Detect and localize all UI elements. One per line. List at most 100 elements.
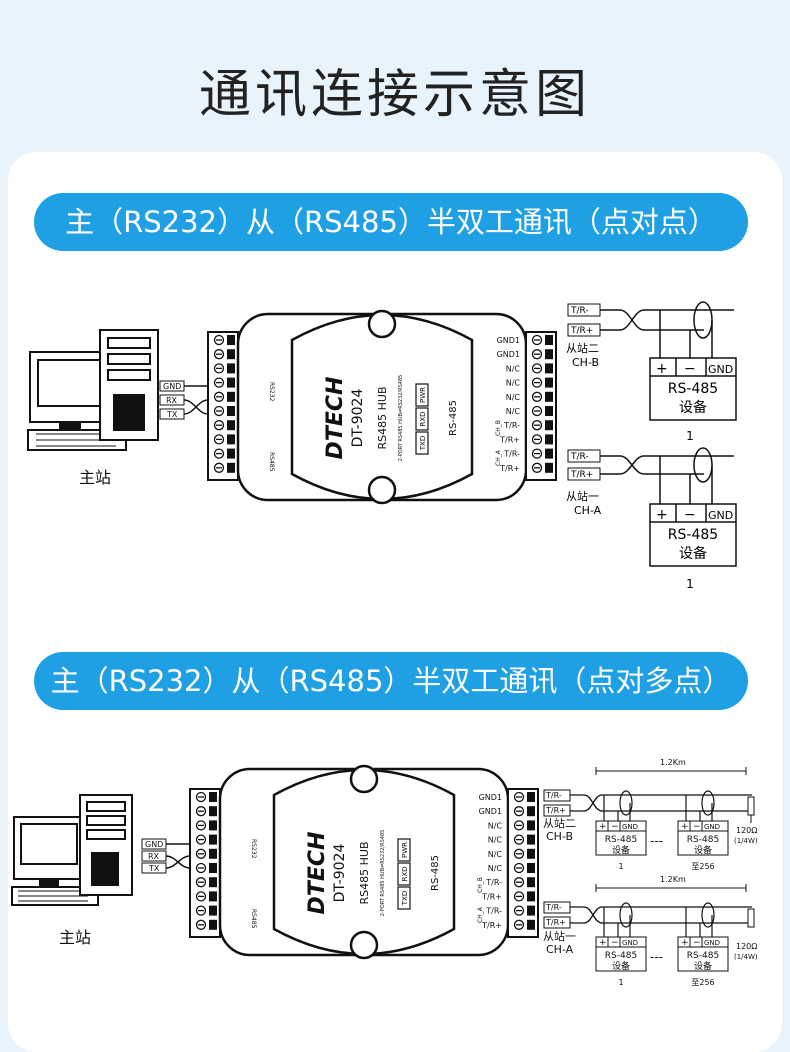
terminal-plug	[209, 877, 217, 888]
terminal-label: T/R-	[485, 878, 502, 887]
multi-last-count-a: 至256	[691, 978, 714, 987]
terminal-plug	[227, 448, 235, 459]
multi-slave-a: 1.2Km T/R- T/R+ 从站一 CH-A + − GND RS-485 …	[543, 875, 758, 987]
svg-text:GND: GND	[622, 823, 638, 831]
slave-a-device-line1: RS-485	[668, 527, 718, 543]
svg-text:−: −	[693, 822, 701, 832]
terminal-plug	[527, 848, 535, 859]
distance-b: 1.2Km	[660, 758, 686, 767]
svg-text:从站二: 从站二	[543, 816, 576, 830]
terminal-plug	[545, 406, 553, 416]
terminal-plug	[527, 820, 535, 831]
svg-text:T/R-: T/R-	[545, 903, 562, 912]
svg-text:T/R-: T/R-	[545, 791, 562, 800]
terminal-plug	[209, 806, 217, 817]
slave-b-wire-minus: T/R-	[570, 306, 589, 316]
terminal-plug	[227, 349, 235, 360]
slave-b-minus: −	[684, 361, 696, 377]
svg-text:GND: GND	[145, 840, 163, 849]
rs232-wires	[165, 843, 191, 869]
ch-a-label: CH_A	[477, 906, 484, 923]
led-label: PWR	[401, 842, 409, 858]
slave-a-wire-minus: T/R-	[570, 452, 589, 462]
multi-last-count-b: 至256	[691, 862, 714, 871]
slave-b-station: 从站二	[566, 341, 599, 355]
terminal-label: T/R+	[481, 892, 502, 901]
terminator-power-b: (1/4W)	[734, 837, 758, 845]
svg-text:设备: 设备	[694, 960, 712, 972]
diagram-point-to-multipoint: 主站 GND RX TX VDCGNDGNDGNDRXDTXDN/DGNDT/R…	[11, 758, 758, 987]
svg-text:+: +	[681, 822, 689, 832]
terminal-plug	[527, 905, 535, 916]
ch-b-label: CH_B	[477, 877, 484, 893]
slave-b-count: 1	[686, 429, 694, 443]
svg-text:1: 1	[618, 862, 623, 871]
master-label: 主站	[79, 468, 111, 487]
svg-text:T/R+: T/R+	[545, 806, 566, 815]
pin-gnd: GND	[163, 382, 181, 391]
ch-b-label: CH_B	[495, 420, 502, 436]
multi-dots-b: ---	[650, 834, 663, 848]
terminal-plug	[227, 377, 235, 388]
slave-a-plus: +	[656, 507, 668, 523]
terminal-plug	[527, 919, 535, 930]
svg-text:从站一: 从站一	[543, 929, 576, 943]
pin-rx: RX	[166, 396, 178, 405]
pin-tx: TX	[166, 410, 178, 419]
svg-text:1: 1	[618, 978, 623, 987]
terminal-plug	[227, 363, 235, 374]
device-name: RS485 HUB	[358, 842, 371, 905]
terminal-plug	[209, 863, 217, 873]
slave-b-gnd: GND	[708, 363, 733, 376]
svg-text:−: −	[611, 822, 619, 832]
led-label: RXD	[419, 411, 427, 426]
rs485-port-label: RS-485	[448, 400, 459, 436]
rs232-wires	[183, 385, 209, 415]
terminal-label: T/R-	[503, 450, 520, 459]
section-heading-point-to-point: 主（RS232）从（RS485）半双工通讯（点对点）	[34, 193, 748, 251]
terminal-label: T/R+	[499, 464, 520, 473]
svg-text:设备: 设备	[612, 960, 630, 972]
terminal-plug	[545, 462, 553, 473]
slave-a-gnd: GND	[708, 509, 733, 522]
led-indicator	[415, 407, 429, 431]
terminal-plug	[527, 792, 535, 802]
svg-text:CH-A: CH-A	[546, 943, 574, 956]
device-model: DT-9024	[350, 389, 366, 448]
slave-a: T/R- T/R+ 从站一 CH-A + − GND RS-485 设备 1	[566, 447, 737, 591]
rs232-side-label: RS232	[268, 382, 275, 402]
section-heading-point-to-multipoint: 主（RS232）从（RS485）半双工通讯（点对多点）	[34, 652, 748, 710]
rs485-side-label: RS485	[250, 909, 257, 929]
svg-text:−: −	[693, 938, 701, 948]
terminal-plug	[227, 420, 235, 431]
device-subtitle: 2-PORT RS485 HUB⇌RS232/RS485	[398, 375, 404, 462]
svg-text:设备: 设备	[612, 844, 630, 856]
diagram-point-to-point: 主站 GND RX TX VDCGNDGNDGNDRXDTXDN/DGNDT/R…	[27, 301, 737, 591]
terminal-plug	[527, 891, 535, 902]
terminal-plug	[545, 363, 553, 374]
computer-icon	[27, 329, 159, 451]
hub-device-body	[218, 764, 510, 960]
slave-a-wire-plus: T/R+	[570, 470, 593, 480]
led-label: RXD	[401, 866, 409, 881]
slave-b-device-line1: RS-485	[668, 381, 718, 397]
terminal-plug	[209, 792, 217, 802]
slave-a-station: 从站一	[566, 489, 599, 503]
slave-a-channel: CH-A	[574, 504, 602, 517]
svg-text:RS-485: RS-485	[687, 951, 719, 961]
terminal-label: T/R+	[499, 435, 520, 444]
terminator-b: 120Ω	[736, 826, 757, 835]
terminal-plug	[209, 834, 217, 845]
terminal-plug	[545, 448, 553, 459]
svg-text:+: +	[681, 938, 689, 948]
terminal-plug	[209, 820, 217, 831]
multi-dots-a: ---	[650, 950, 663, 964]
rs232-side-label: RS232	[250, 839, 257, 859]
svg-text:RX: RX	[148, 852, 160, 861]
svg-text:+: +	[599, 822, 607, 832]
slave-b-plus: +	[656, 361, 668, 377]
terminal-label: N/C	[506, 364, 521, 373]
device-name: RS485 HUB	[376, 387, 389, 450]
led-indicator	[415, 383, 429, 407]
device-model: DT-9024	[332, 844, 348, 903]
